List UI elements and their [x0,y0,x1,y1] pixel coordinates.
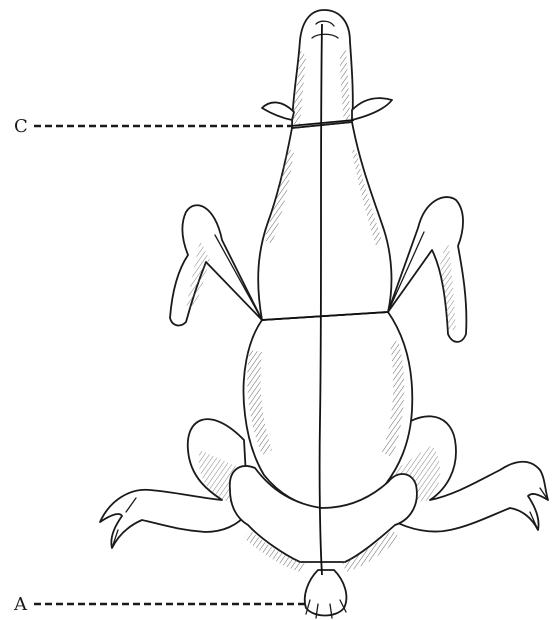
tail [305,570,347,618]
label-c: C [14,116,28,137]
left-ear [262,102,294,120]
left-hind-leg [100,419,248,548]
label-c-callout: C [14,116,292,137]
label-a-callout: A [13,594,306,615]
pig-neck [258,122,391,320]
left-fore-leg [170,205,262,325]
right-fore-leg [388,197,466,342]
pig-body [244,312,413,508]
label-a: A [13,594,28,615]
right-ear [352,98,392,120]
